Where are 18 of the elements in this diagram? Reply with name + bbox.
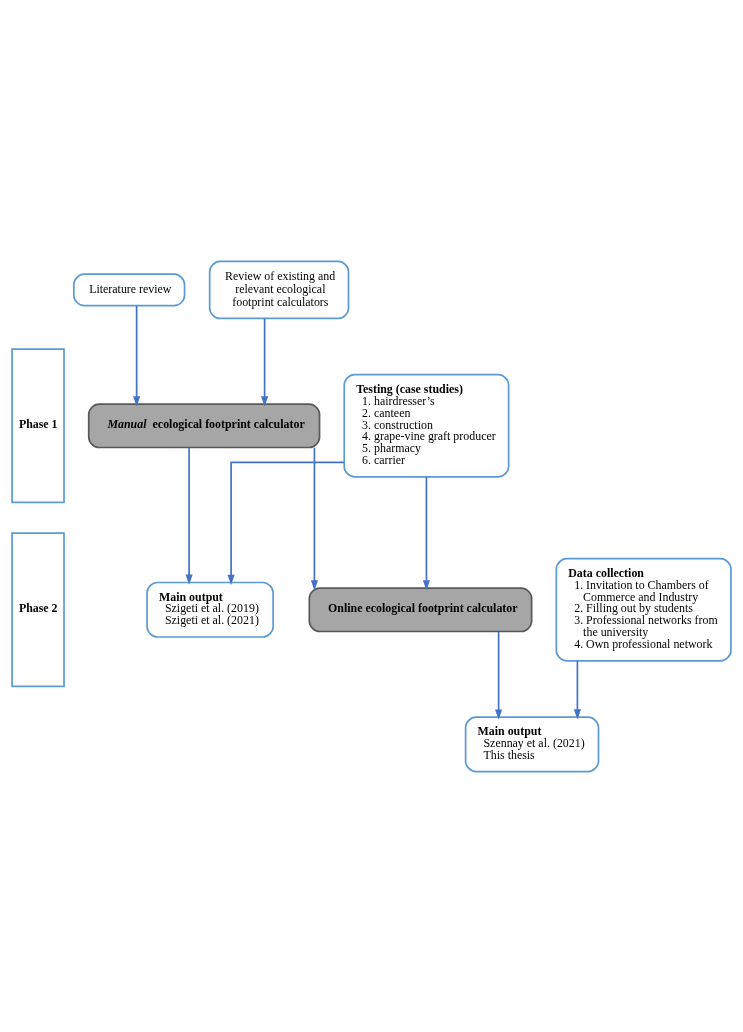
arrow	[495, 630, 503, 720]
arrow	[185, 446, 193, 585]
node-box: Manual ecological footprint calculator	[87, 402, 321, 448]
node-box: Testing (case studies) 1. hairdresser’s 2. canteen 3. construction 4. grape-vine graft producer 5. pharmacy 6. carrier	[343, 373, 510, 478]
node-box: Review of existing and relevant ecological footprint calculators	[208, 260, 350, 319]
node-box: Literature review	[72, 272, 186, 307]
arrow	[310, 446, 318, 591]
node-box: Phase 1	[11, 347, 65, 503]
node-box: Online ecological footprint calculator	[308, 586, 533, 632]
arrow	[133, 304, 141, 407]
arrow	[573, 659, 581, 720]
node-box: Main output Szigeti et al. (2019) Szigeti et al. (2021)	[146, 581, 274, 638]
node-box: Data collection 1. Invitation to Chambers of Commerce and Industry 2. Filling out by students 3. Professional networks from the university 4. Own professional network	[555, 557, 732, 662]
arrow	[261, 317, 269, 406]
node-box: Main output Szennay et al. (2021) This thesis	[464, 715, 600, 772]
arrow	[422, 475, 430, 590]
node-box: Phase 2	[11, 531, 65, 687]
arrow	[227, 461, 346, 585]
